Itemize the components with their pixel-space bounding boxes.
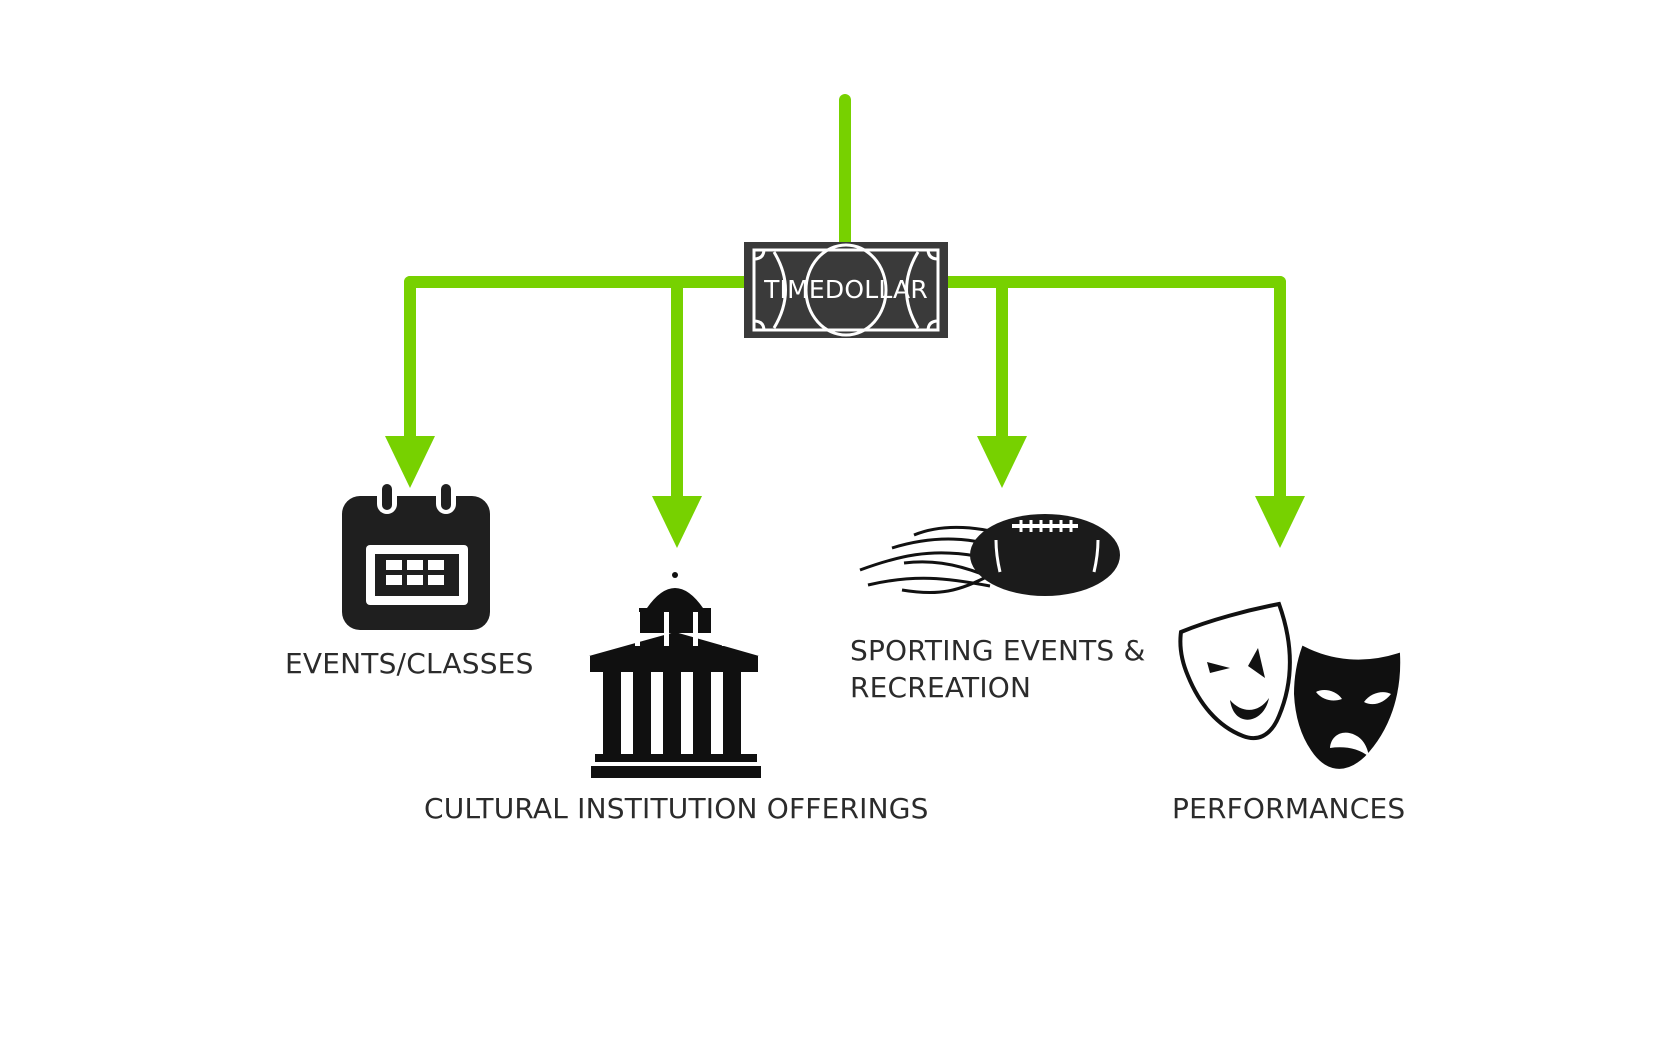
dollar-bill-icon xyxy=(744,242,948,338)
sporting-events-label-line-1: SPORTING EVENTS & xyxy=(850,634,1146,667)
theater-masks-icon xyxy=(1178,601,1401,769)
sporting-events-label: SPORTING EVENTS & RECREATION xyxy=(850,632,1146,706)
arrow-events xyxy=(385,436,435,488)
cultural-institution-label: CULTURAL INSTITUTION OFFERINGS xyxy=(424,792,929,825)
arrow-cultural xyxy=(652,496,702,548)
sporting-events-label-line-2: RECREATION xyxy=(850,671,1032,704)
center-label: TIMEDOLLAR xyxy=(764,275,928,304)
events-classes-label: EVENTS/CLASSES xyxy=(285,647,534,680)
performances-label: PERFORMANCES xyxy=(1172,792,1406,825)
museum-building-icon xyxy=(589,572,761,778)
calendar-icon xyxy=(342,482,490,630)
football-icon xyxy=(859,514,1120,596)
arrow-sports xyxy=(977,436,1027,488)
arrow-performances xyxy=(1255,496,1305,548)
connector-network xyxy=(385,94,1305,548)
